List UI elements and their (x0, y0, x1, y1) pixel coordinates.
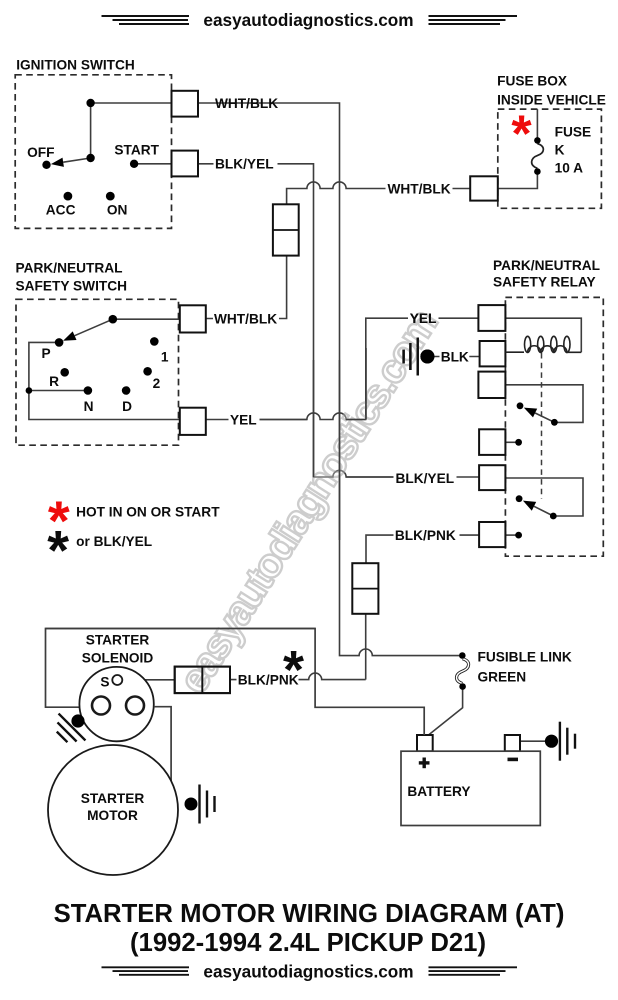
svg-text:WHT/BLK: WHT/BLK (214, 311, 277, 326)
svg-text:P: P (42, 346, 51, 361)
svg-text:*: * (511, 106, 532, 164)
svg-text:BLK/YEL: BLK/YEL (396, 471, 455, 486)
svg-text:MOTOR: MOTOR (87, 808, 138, 823)
svg-text:R: R (49, 374, 59, 389)
svg-text:BATTERY: BATTERY (407, 784, 470, 799)
svg-text:*: * (47, 518, 69, 581)
svg-text:10 A: 10 A (555, 161, 584, 176)
svg-text:*: * (48, 489, 70, 552)
svg-text:BLK/PNK: BLK/PNK (238, 673, 299, 688)
svg-text:FUSE: FUSE (555, 125, 592, 140)
svg-text:2: 2 (153, 376, 161, 391)
svg-text:YEL: YEL (230, 412, 257, 427)
svg-text:BLK/PNK: BLK/PNK (395, 528, 456, 543)
svg-text:SOLENOID: SOLENOID (82, 651, 154, 666)
svg-text:SAFETY RELAY: SAFETY RELAY (493, 274, 596, 289)
svg-text:ACC: ACC (46, 203, 76, 218)
svg-text:FUSE BOX: FUSE BOX (497, 74, 568, 89)
svg-text:or BLK/YEL: or BLK/YEL (76, 534, 152, 549)
svg-text:WHT/BLK: WHT/BLK (388, 181, 451, 196)
svg-text:WHT/BLK: WHT/BLK (215, 96, 278, 111)
svg-text:K: K (555, 143, 565, 158)
svg-text:STARTER MOTOR WIRING DIAGRAM (: STARTER MOTOR WIRING DIAGRAM (AT) (54, 900, 565, 928)
svg-text:INSIDE VEHICLE: INSIDE VEHICLE (497, 92, 606, 107)
svg-text:HOT IN ON OR START: HOT IN ON OR START (76, 504, 220, 519)
svg-text:SAFETY SWITCH: SAFETY SWITCH (16, 278, 128, 293)
svg-text:FUSIBLE LINK: FUSIBLE LINK (478, 650, 572, 665)
svg-text:GREEN: GREEN (478, 670, 527, 685)
svg-text:START: START (114, 143, 159, 158)
svg-text:easyautodiagnostics.com: easyautodiagnostics.com (203, 10, 413, 30)
svg-text:(1992-1994 2.4L PICKUP D21): (1992-1994 2.4L PICKUP D21) (130, 929, 486, 957)
svg-text:D: D (122, 399, 132, 414)
svg-text:PARK/NEUTRAL: PARK/NEUTRAL (493, 258, 600, 273)
svg-text:BLK: BLK (441, 350, 469, 365)
svg-text:IGNITION SWITCH: IGNITION SWITCH (16, 58, 135, 73)
svg-text:*: * (283, 640, 304, 700)
svg-text:YEL: YEL (410, 311, 437, 326)
svg-text:STARTER: STARTER (86, 633, 150, 648)
svg-text:YEL: YEL (410, 311, 437, 326)
svg-text:PARK/NEUTRAL: PARK/NEUTRAL (16, 261, 123, 276)
svg-text:STARTER: STARTER (81, 791, 145, 806)
svg-text:easyautodiagnostics.com: easyautodiagnostics.com (203, 961, 413, 981)
svg-text:BLK/YEL: BLK/YEL (215, 156, 274, 171)
svg-text:1: 1 (161, 349, 169, 364)
svg-text:ON: ON (107, 203, 128, 218)
svg-text:N: N (84, 399, 94, 414)
svg-text:S: S (100, 675, 109, 690)
svg-text:OFF: OFF (27, 145, 54, 160)
